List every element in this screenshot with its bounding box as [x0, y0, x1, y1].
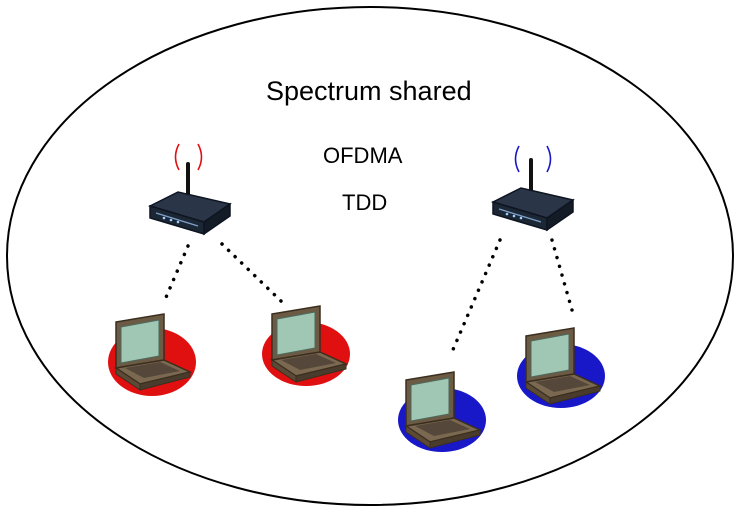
radio-wave-icon	[174, 143, 203, 171]
link-left-1	[162, 244, 190, 304]
link-right-2	[550, 238, 574, 312]
wifi-router-icon	[148, 162, 232, 236]
diagram-title: Spectrum shared	[266, 76, 472, 106]
link-left-2	[220, 242, 284, 304]
link-right-1	[450, 238, 502, 354]
scheme-ofdma-label: OFDMA	[323, 143, 403, 168]
wireless-links	[162, 238, 574, 354]
spectrum-boundary	[6, 6, 734, 506]
radio-wave-icon	[514, 145, 552, 173]
wifi-router-icon	[491, 158, 575, 232]
scheme-tdd-label: TDD	[342, 190, 388, 215]
